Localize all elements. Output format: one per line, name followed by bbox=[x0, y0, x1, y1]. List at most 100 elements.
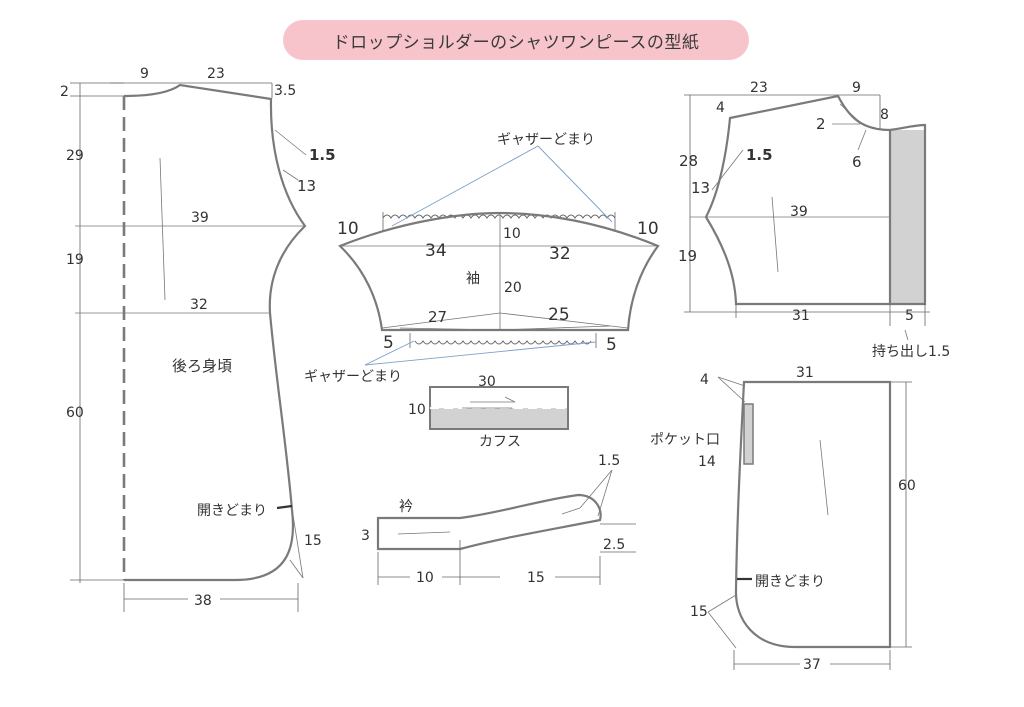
cuff-width: 30 bbox=[478, 374, 496, 390]
front-shoulder-drop: 4 bbox=[716, 100, 725, 116]
sleeve-bottom-left-guide bbox=[381, 312, 501, 329]
cuff-label: カフス bbox=[479, 434, 521, 450]
front-neck-leader-1 bbox=[839, 103, 863, 125]
back-neck-drop: 2 bbox=[60, 84, 69, 100]
collar-label: 衿 bbox=[399, 499, 413, 515]
sleeve-bottom-left-diag bbox=[399, 327, 501, 331]
front-placket-leader bbox=[904, 329, 909, 341]
collar-tip-rise: 2.5 bbox=[603, 537, 625, 553]
collar: 衿 3 1.5 2.5 10 15 bbox=[361, 453, 636, 586]
front-bodice-outline bbox=[704, 94, 892, 306]
back-armhole-depth: 29 bbox=[66, 148, 84, 164]
pocket-opening bbox=[743, 403, 754, 465]
sleeve-gather-label-top: ギャザーどまり bbox=[497, 132, 595, 148]
front-skirt-top-width: 31 bbox=[796, 365, 814, 381]
front-hem-leader-1 bbox=[707, 594, 737, 613]
collar-curve-length: 15 bbox=[527, 570, 545, 586]
pocket-label: ポケット口 bbox=[650, 432, 720, 448]
front-armhole-curve: 13 bbox=[691, 179, 710, 197]
back-skirt-length: 60 bbox=[66, 405, 84, 421]
back-hem-width: 38 bbox=[194, 593, 212, 609]
sleeve-cap-offset-right: 10 bbox=[637, 219, 659, 239]
sleeve-bottom-left: 27 bbox=[428, 308, 447, 326]
front-armhole-depth: 28 bbox=[679, 152, 698, 170]
front-placket-fill bbox=[891, 130, 925, 304]
sleeve-gather-leader-top-left bbox=[391, 145, 539, 227]
back-bodice: 9 23 3.5 2 29 19 60 1.5 13 39 32 後ろ身頃 開き… bbox=[60, 66, 336, 612]
back-bodice-outline bbox=[123, 83, 307, 582]
sleeve-gather-leader-top-right bbox=[537, 145, 613, 223]
pocket-offset-leader-2 bbox=[717, 376, 746, 403]
sleeve-bottom-right-guide bbox=[499, 312, 629, 329]
front-waist-width: 31 bbox=[792, 308, 810, 324]
sleeve: ギャザーどまり 10 10 10 34 32 袖 20 27 25 5 5 ギャ… bbox=[304, 132, 660, 385]
collar-tip-mark bbox=[561, 507, 581, 515]
sleeve-bottom-right: 25 bbox=[548, 305, 570, 325]
sleeve-cap-offset-left: 10 bbox=[337, 219, 359, 239]
front-bodice: 23 9 4 2 8 6 28 1.5 13 39 19 31 5 持ち出し1.… bbox=[678, 80, 950, 360]
front-neck-width: 9 bbox=[852, 80, 861, 96]
cuff-height: 10 bbox=[408, 402, 426, 418]
collar-tip-leader-1 bbox=[579, 469, 613, 509]
sleeve-top-right: 32 bbox=[549, 244, 571, 264]
front-chest-width: 39 bbox=[790, 204, 808, 220]
sleeve-label: 袖 bbox=[466, 271, 480, 287]
back-armhole-offset: 1.5 bbox=[309, 146, 336, 164]
front-neck-depth: 8 bbox=[880, 107, 889, 123]
front-neck-curve: 6 bbox=[852, 153, 862, 171]
front-hem-curve: 15 bbox=[690, 604, 708, 620]
collar-outline bbox=[376, 493, 602, 551]
back-armhole-curve: 13 bbox=[297, 177, 316, 195]
front-neck-drop-small: 2 bbox=[816, 115, 826, 133]
back-bodice-label: 後ろ身頃 bbox=[172, 357, 232, 375]
cuff: 30 10 カフス bbox=[408, 374, 569, 450]
back-slit-marker bbox=[276, 504, 293, 510]
front-armhole-offset: 1.5 bbox=[746, 146, 773, 164]
front-hem-leader-2 bbox=[707, 611, 737, 649]
sleeve-bottom-right-diag bbox=[499, 325, 611, 331]
front-skirt-grainline bbox=[819, 439, 829, 516]
front-neck-leader-2 bbox=[857, 129, 867, 151]
front-grainline bbox=[771, 196, 779, 273]
front-placket-width: 5 bbox=[905, 308, 914, 324]
sleeve-bottom-gather bbox=[414, 340, 592, 345]
sleeve-bottom-offset-left: 5 bbox=[383, 333, 394, 353]
pocket-offset-leader-1 bbox=[717, 376, 746, 387]
back-hem-curve: 15 bbox=[304, 533, 322, 549]
back-chest-width: 39 bbox=[191, 210, 209, 226]
front-skirt-outline bbox=[734, 380, 892, 649]
sleeve-bottom-offset-right: 5 bbox=[606, 335, 617, 355]
pocket-length: 14 bbox=[698, 454, 716, 470]
back-hem-leader-1 bbox=[292, 514, 304, 579]
pocket-offset: 4 bbox=[700, 372, 709, 388]
sleeve-gather-label-bottom: ギャザーどまり bbox=[304, 369, 402, 385]
back-armhole-leader-2 bbox=[282, 169, 299, 181]
collar-height: 3 bbox=[361, 528, 370, 544]
cuff-grainline-top bbox=[470, 396, 516, 403]
back-shoulder-drop: 3.5 bbox=[274, 83, 296, 99]
back-armhole-leader-1 bbox=[274, 129, 307, 156]
collar-grainline bbox=[397, 531, 451, 535]
back-slit-label: 開きどまり bbox=[197, 503, 267, 519]
back-hem-leader-2 bbox=[289, 559, 304, 579]
collar-tip-leader-2 bbox=[597, 469, 613, 517]
back-neck-width: 9 bbox=[140, 66, 149, 82]
sleeve-top-gather bbox=[382, 214, 616, 219]
collar-tip-curve: 1.5 bbox=[598, 453, 620, 469]
page-title: ドロップショルダーのシャツワンピースの型紙 bbox=[283, 20, 749, 60]
collar-straight-length: 10 bbox=[416, 570, 434, 586]
sleeve-gather-leader-bottom-left bbox=[364, 340, 415, 366]
front-skirt-hem-width: 37 bbox=[803, 657, 821, 673]
front-slit-label: 開きどまり bbox=[755, 574, 825, 590]
front-shoulder-width: 23 bbox=[750, 80, 768, 96]
back-waist-height: 19 bbox=[66, 252, 84, 268]
sleeve-top-left: 34 bbox=[425, 241, 447, 261]
back-grainline bbox=[159, 157, 166, 301]
front-armhole-leader bbox=[711, 149, 744, 191]
cuff-lower-fill bbox=[431, 408, 567, 428]
sleeve-outline bbox=[338, 211, 660, 332]
front-waist-height: 19 bbox=[678, 247, 697, 265]
front-placket-outline bbox=[889, 123, 927, 306]
front-skirt: 31 4 ポケット口 14 60 開きどまり 15 37 bbox=[650, 365, 916, 673]
